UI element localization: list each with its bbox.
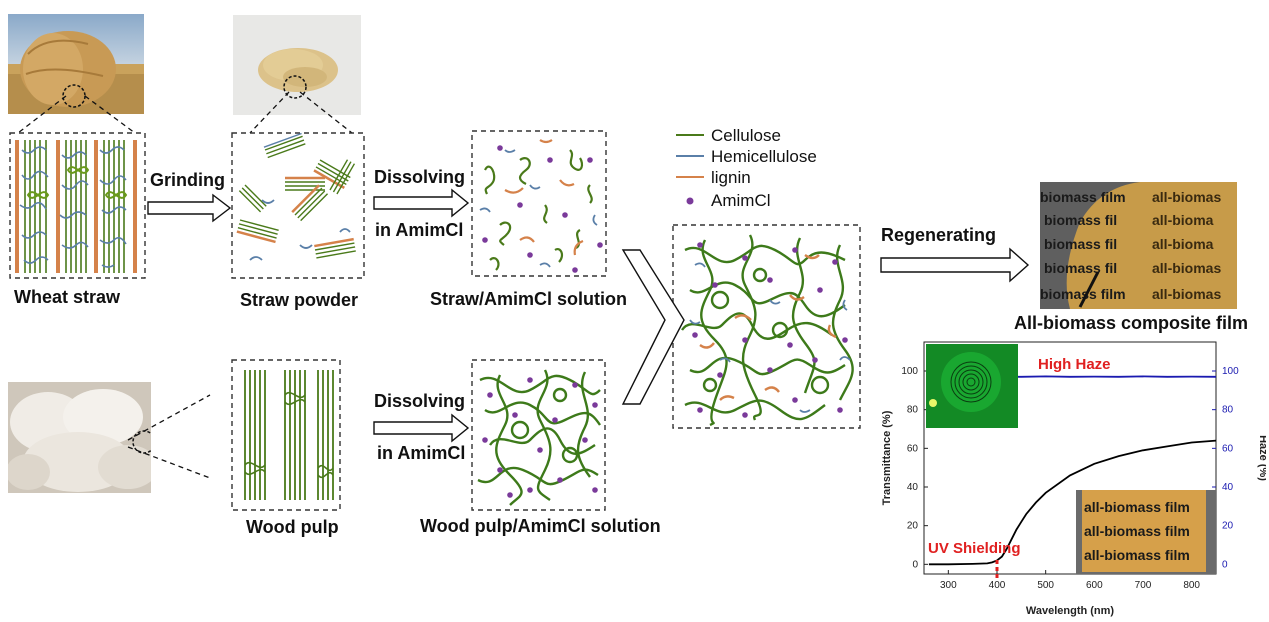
legend-label-lignin: lignin: [711, 168, 751, 187]
x-tick-label-2: 500: [1037, 580, 1054, 591]
dissolving-step-label-1: Dissolving: [374, 167, 466, 187]
straw-powder-photo: [233, 15, 361, 115]
mixed-solution-lignin: [699, 254, 837, 401]
y2-tick-label-1: 20: [1222, 521, 1234, 532]
y2-ticks: 0 20 40 60 80 100: [1212, 366, 1239, 570]
composite-film-label: All-biomass composite film: [1014, 313, 1249, 333]
regenerating-step-label: Regenerating: [881, 225, 997, 245]
legend-label-amimcl: AmimCl: [711, 191, 771, 210]
y2-tick-label-5: 100: [1222, 366, 1239, 377]
straw-solution-label: Straw/AmimCl solution: [430, 289, 628, 309]
y2-tick-label-3: 60: [1222, 443, 1234, 454]
arrows: [147, 188, 1030, 443]
grinding-step-label: Grinding: [150, 170, 225, 190]
high-haze-annotation: High Haze: [1038, 356, 1111, 373]
series-lines: [928, 375, 1217, 566]
straw-solution-molecules: [479, 139, 603, 273]
legend-label-hemicellulose: Hemicellulose: [711, 147, 817, 166]
inset-film-row-0: all-biomass film: [1084, 499, 1190, 515]
x-tick-label-1: 400: [989, 580, 1006, 591]
composite-film-photo: biomass film biomass fil biomass fil bio…: [1040, 182, 1237, 309]
film-row-0: biomass film: [1040, 189, 1126, 205]
x-axis-label: Wavelength (nm): [1026, 605, 1115, 617]
y2-tick-label-4: 80: [1222, 405, 1234, 416]
pulp-solution-network: [477, 369, 601, 506]
straw-solution-box: [471, 130, 607, 277]
film-row-3: biomass fil: [1044, 260, 1117, 276]
transmittance-haze-chart: 300 400 500 600 700 800 0 20 40 60 80 100 0 20 40 60 8…: [876, 338, 1266, 620]
straw-powder-fragments: [236, 132, 356, 261]
in-amimcl-label-1: in AmimCl: [375, 220, 464, 240]
straw-powder-label: Straw powder: [240, 290, 359, 310]
uv-shielding-annotation: UV Shielding: [928, 540, 1021, 557]
film-row-4: biomass film: [1040, 286, 1126, 302]
y-tick-label-0: 0: [912, 559, 918, 570]
film-row-right-1: all-bioma: [1152, 212, 1214, 228]
y-tick-label-4: 80: [907, 405, 919, 416]
film-row-right-3: all-biomas: [1152, 260, 1221, 276]
dissolving-arrow-2: [373, 413, 470, 443]
legend-swatch-amimcl: [686, 197, 694, 205]
y-tick-label-1: 20: [907, 521, 919, 532]
y2-tick-label-0: 0: [1222, 559, 1228, 570]
x-tick-label-5: 800: [1183, 580, 1200, 591]
inset-film-row-1: all-biomass film: [1084, 523, 1190, 539]
y-tick-label-5: 100: [901, 366, 918, 377]
pulp-solution-label: Wood pulp/AmimCl solution: [420, 516, 661, 536]
wheat-straw-fibers: [15, 140, 137, 273]
dissolving-arrow-1: [373, 188, 470, 218]
film-row-right-4: all-biomas: [1152, 286, 1221, 302]
film-row-1: biomass fil: [1044, 212, 1117, 228]
film-row-2: biomass fil: [1044, 236, 1117, 252]
wheat-straw-photo: [8, 14, 144, 114]
y-tick-label-2: 40: [907, 482, 919, 493]
wheat-straw-label: Wheat straw: [14, 287, 121, 307]
y-axis-label: Transmittance (%): [881, 410, 893, 505]
y2-axis-label: Haze (%): [1257, 435, 1266, 481]
y-tick-label-3: 60: [907, 443, 919, 454]
pulp-solution-ions: [482, 377, 598, 498]
x-tick-label-4: 700: [1135, 580, 1152, 591]
y2-tick-label-2: 40: [1222, 482, 1234, 493]
x-tick-label-0: 300: [940, 580, 957, 591]
film-row-right-0: all-biomas: [1152, 189, 1221, 205]
film-inset-photo: all-biomass film all-biomass film all-bi…: [1076, 490, 1216, 574]
series-line-0: [928, 439, 1217, 566]
laser-inset-photo: [926, 344, 1018, 428]
regenerating-arrow: [880, 247, 1030, 283]
wood-pulp-photo: [8, 382, 151, 493]
wood-pulp-fibers: [244, 370, 334, 500]
dissolving-step-label-2: Dissolving: [374, 391, 466, 411]
mixed-solution-hemicellulose: [689, 262, 851, 413]
film-row-right-2: all-bioma: [1152, 236, 1214, 252]
legend-label-cellulose: Cellulose: [711, 126, 781, 145]
in-amimcl-label-2: in AmimCl: [377, 443, 466, 463]
wood-pulp-label: Wood pulp: [246, 517, 339, 537]
x-tick-label-3: 600: [1086, 580, 1103, 591]
grinding-arrow: [147, 193, 232, 223]
mixed-solution-ions: [692, 242, 848, 418]
legend: Cellulose Hemicellulose lignin AmimCl: [676, 126, 817, 210]
merge-chevron: [621, 249, 685, 405]
inset-film-row-2: all-biomass film: [1084, 547, 1190, 563]
